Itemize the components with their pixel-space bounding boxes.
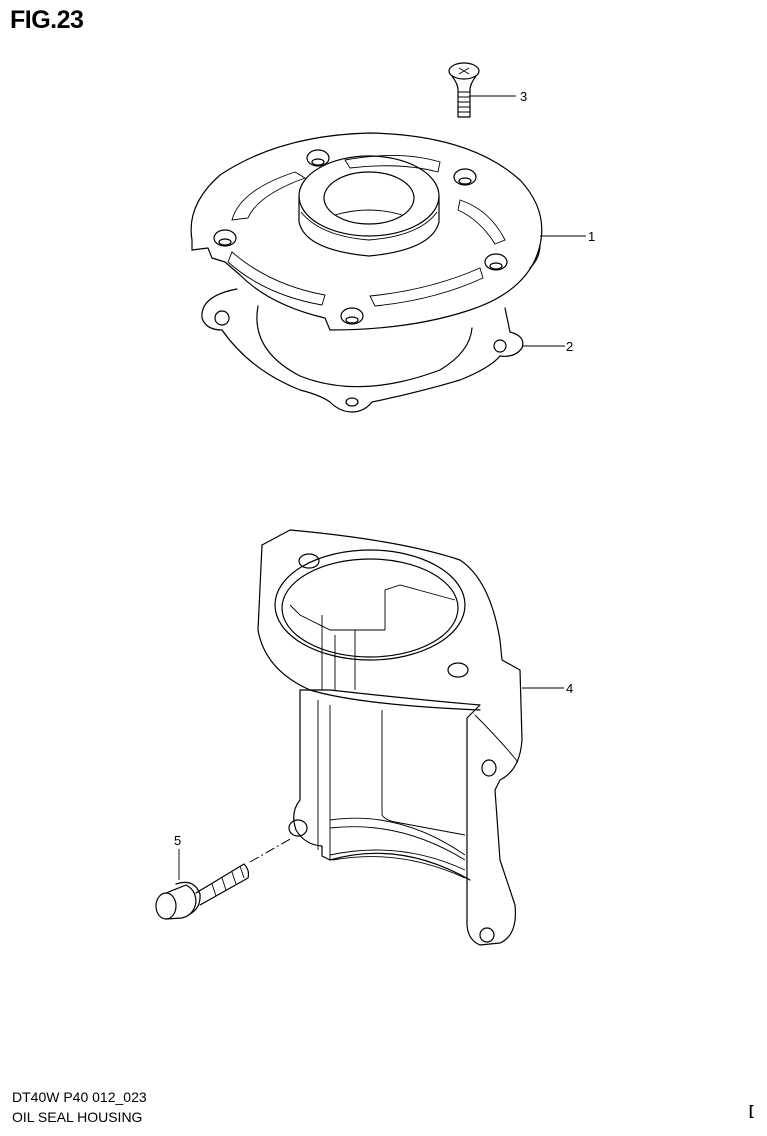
gasket-part-2[interactable] (201, 288, 565, 413)
housing-plate-part-1[interactable] (190, 132, 586, 331)
screw-part-3[interactable] (448, 62, 516, 118)
bracket-part-4[interactable] (257, 529, 564, 946)
callout-4: 4 (566, 681, 573, 696)
diagram-name: OIL SEAL HOUSING (12, 1109, 143, 1125)
figure-title: FIG.23 (10, 6, 84, 34)
callout-5: 5 (174, 833, 181, 848)
callout-1: 1 (588, 229, 595, 244)
corner-bracket-mark: [ (749, 1102, 754, 1118)
callout-2: 2 (566, 339, 573, 354)
callout-3: 3 (520, 89, 527, 104)
bolt-part-5[interactable] (155, 837, 293, 920)
diagram-code: DT40W P40 012_023 (12, 1089, 147, 1105)
